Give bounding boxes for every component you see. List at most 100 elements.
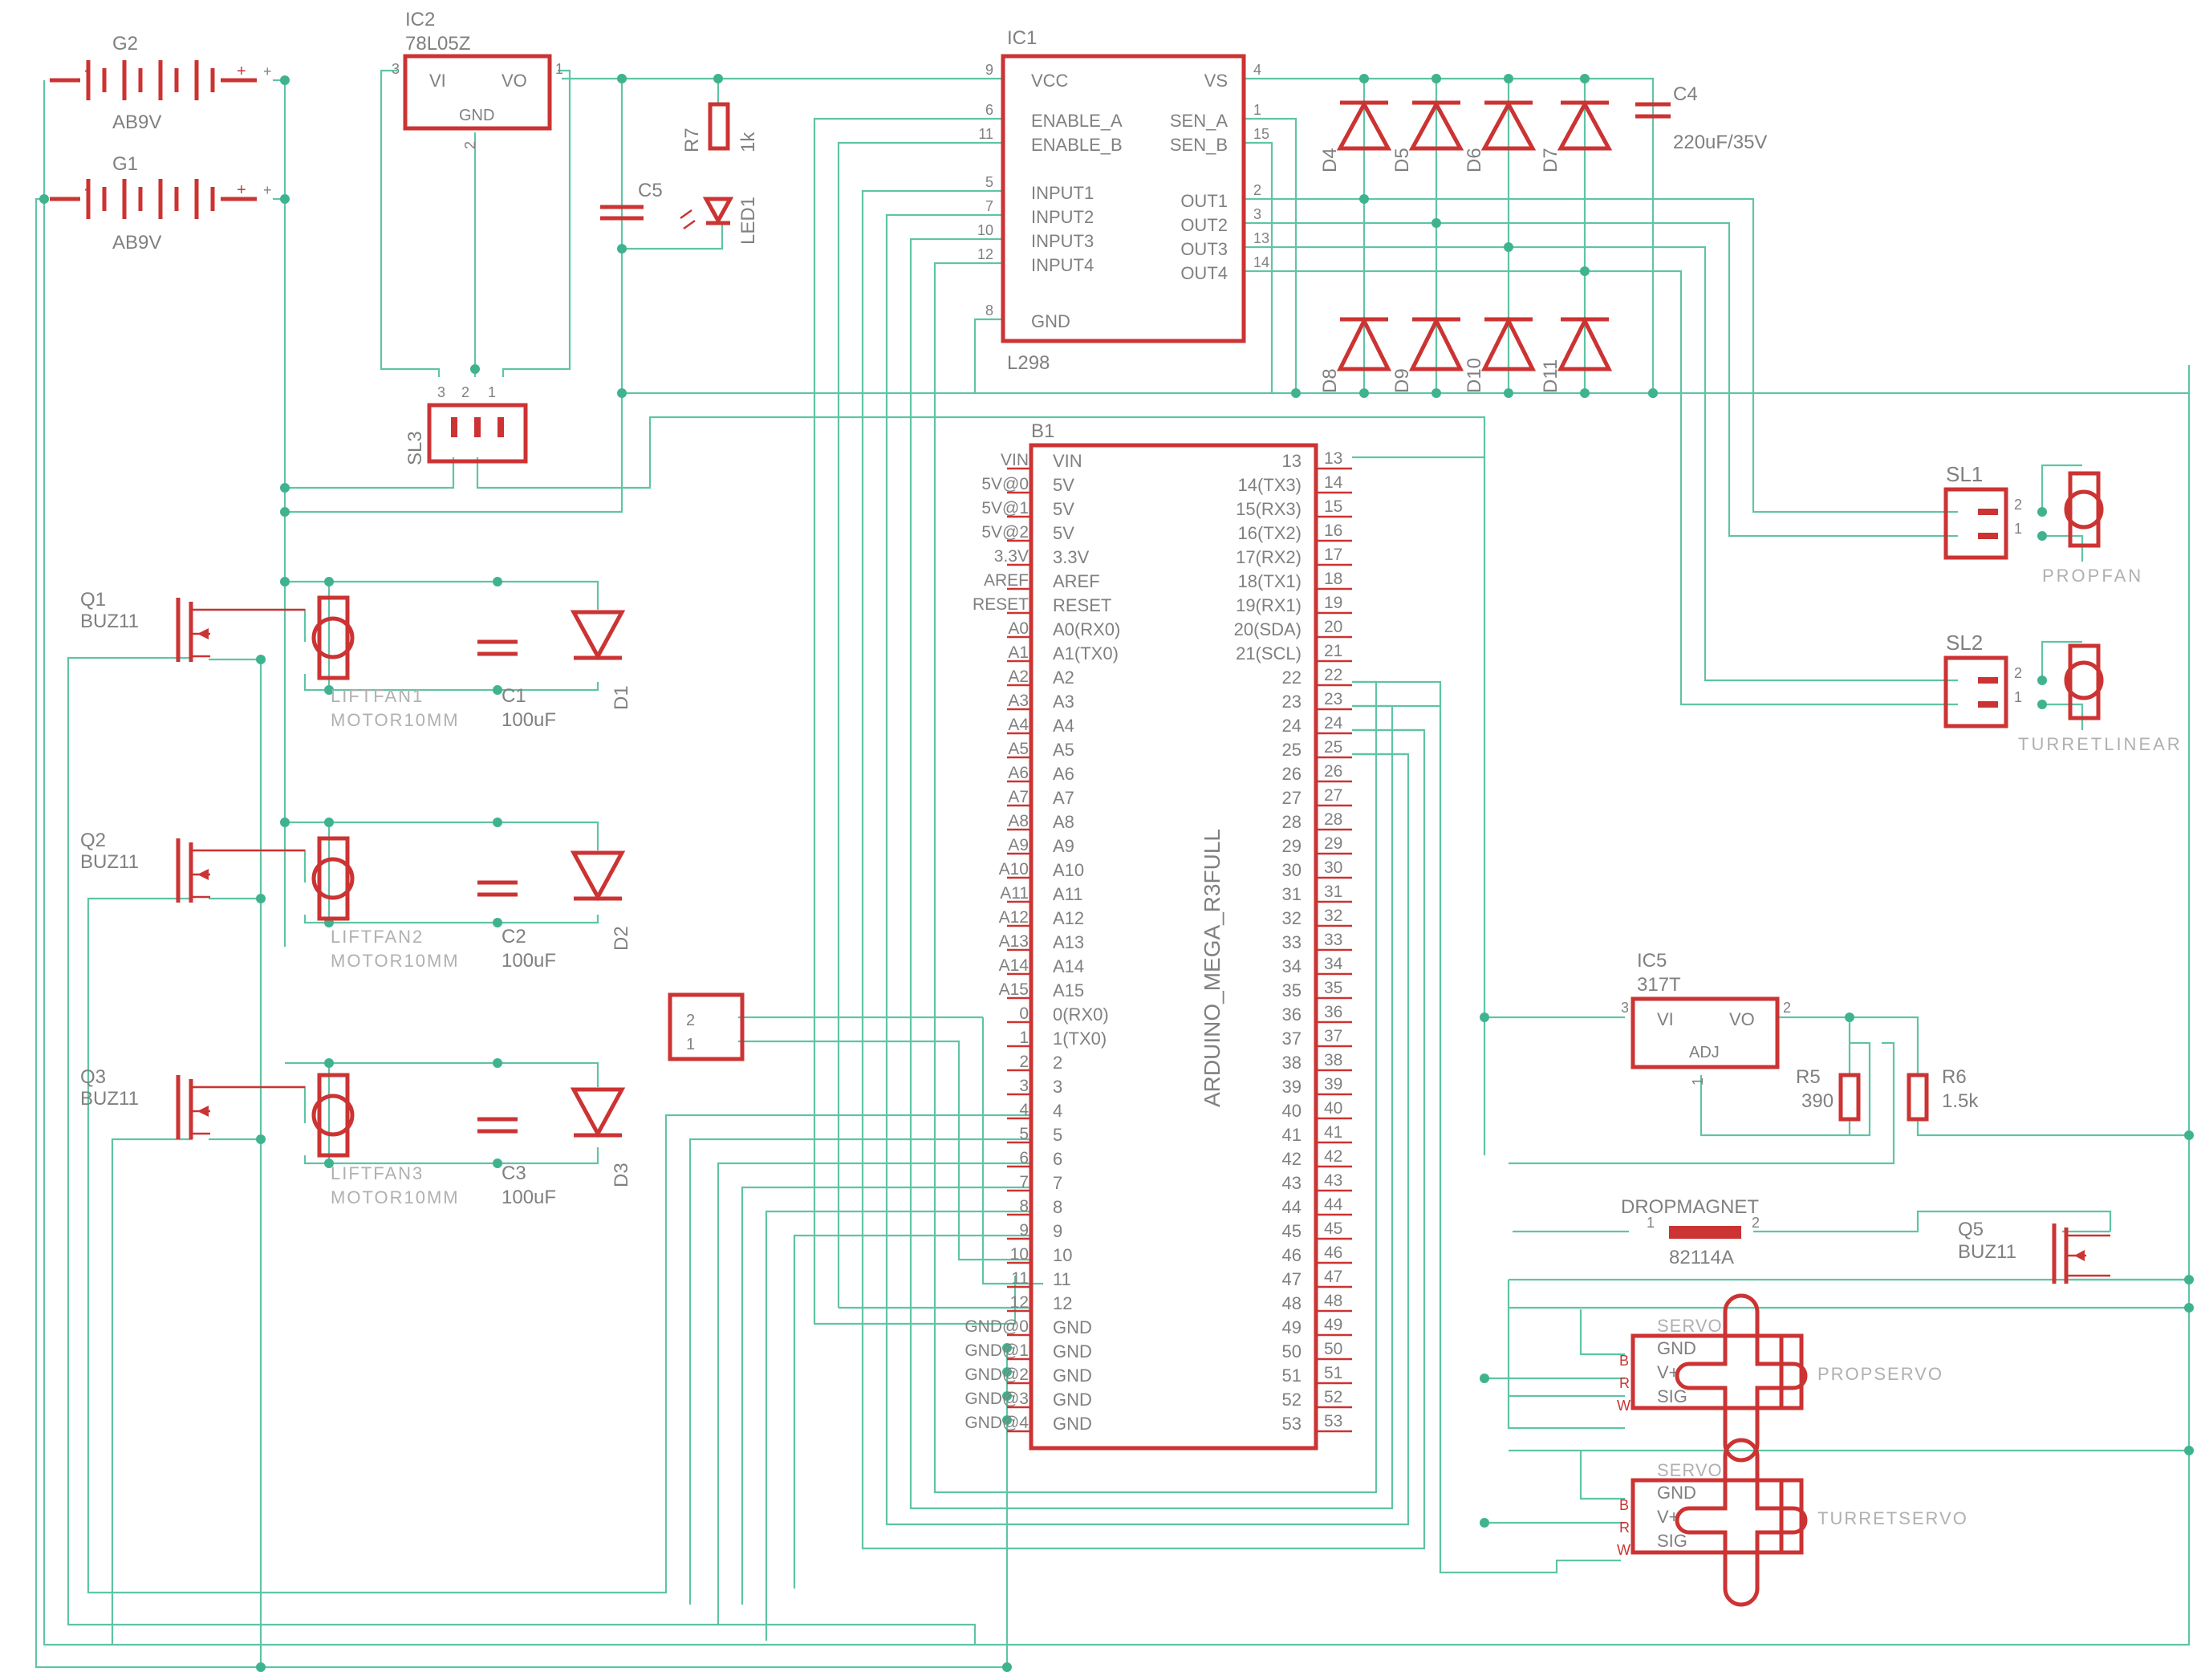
- b1-pin-name: A2: [1008, 668, 1029, 686]
- led-led1: LED1: [680, 197, 759, 245]
- b1-pin-name: 2: [1019, 1053, 1029, 1071]
- svg-text:R7: R7: [681, 128, 703, 152]
- b1-pin-label: 5: [1053, 1125, 1062, 1145]
- b1-pin-name: 46: [1324, 1244, 1342, 1262]
- b1-pin-name: A13: [999, 932, 1029, 951]
- b1-pin-name: 21: [1324, 642, 1342, 660]
- svg-text:VI: VI: [1657, 1009, 1674, 1029]
- svg-text:ADJ: ADJ: [1689, 1044, 1720, 1061]
- svg-text:ARDUINO_MEGA_R3FULL: ARDUINO_MEGA_R3FULL: [1200, 829, 1224, 1107]
- b1-pin-name: 18: [1324, 570, 1342, 588]
- b1-pin-label: 22: [1282, 668, 1302, 688]
- b1-pin-label: 29: [1282, 836, 1302, 856]
- cap-value: 100uF: [502, 1187, 556, 1208]
- b1-pin-name: A9: [1008, 836, 1029, 854]
- connector-serial: 2 1: [668, 992, 745, 1061]
- b1-pin-label: A14: [1053, 956, 1084, 976]
- capacitor-c4: C4 220uF/35V: [1635, 83, 1767, 153]
- b1-pin-name: 5V@2: [981, 523, 1029, 542]
- b1-pin-label: 18(TX1): [1238, 571, 1302, 591]
- b1-pin-name: GND@1: [964, 1341, 1029, 1360]
- regulator-ic2: IC2 78L05Z VI VO GND 3 1 2: [392, 9, 563, 149]
- svg-text:1: 1: [1647, 1215, 1655, 1231]
- b1-pin-label: 41: [1282, 1125, 1302, 1145]
- svg-text:L298: L298: [1007, 352, 1050, 374]
- b1-pin-label: 9: [1053, 1221, 1062, 1241]
- svg-text:317T: 317T: [1637, 974, 1681, 996]
- b1-pin-name: 12: [1010, 1293, 1029, 1312]
- drop-magnet: DROPMAGNET 1 2 82114A: [1621, 1196, 1760, 1268]
- diode-symbol: [1408, 99, 1464, 151]
- b1-pin-name: GND@3: [964, 1390, 1029, 1408]
- b1-pin-label: 38: [1282, 1053, 1302, 1073]
- svg-text:78L05Z: 78L05Z: [405, 33, 470, 55]
- b1-pin-label: A0(RX0): [1053, 619, 1120, 639]
- ic1-pin-num: 9: [985, 62, 993, 78]
- motor-label: LIFTFAN3: [331, 1163, 424, 1183]
- mosfet-value: BUZ11: [80, 611, 139, 632]
- b1-pin-label: 23: [1282, 692, 1302, 712]
- servo-pin: GND: [1657, 1483, 1696, 1503]
- motor-body: [317, 836, 350, 921]
- b1-pin-name: 16: [1324, 521, 1342, 540]
- svg-text:C4: C4: [1673, 83, 1698, 105]
- b1-pin-label: 30: [1282, 860, 1302, 880]
- b1-pin-name: 24: [1324, 714, 1343, 732]
- svg-text:390: 390: [1801, 1090, 1834, 1112]
- b1-pin-name: 29: [1324, 834, 1342, 853]
- b1-pin-name: 10: [1010, 1245, 1029, 1264]
- b1-pin-name: 9: [1019, 1221, 1029, 1240]
- ic1-pin-num: 8: [985, 302, 993, 319]
- b1-pin-name: 15: [1324, 497, 1342, 516]
- b1-pin-label: 43: [1282, 1173, 1302, 1193]
- b1-pin-label: A4: [1053, 716, 1074, 736]
- b1-pin-name: 32: [1324, 907, 1342, 925]
- svg-text:R6: R6: [1942, 1066, 1967, 1088]
- ic1-pin-label: INPUT2: [1031, 207, 1094, 227]
- b1-pin-name: 19: [1324, 594, 1342, 612]
- b1-pin-label: A15: [1053, 980, 1084, 1000]
- svg-text:+: +: [263, 182, 272, 198]
- svg-text:82114A: 82114A: [1669, 1247, 1734, 1268]
- svg-text:DROPMAGNET: DROPMAGNET: [1621, 1196, 1759, 1218]
- svg-text:+: +: [263, 63, 272, 79]
- b1-pin-label: 13: [1282, 451, 1302, 471]
- svg-text:PROPFAN: PROPFAN: [2042, 566, 2143, 586]
- motor-value: MOTOR10MM: [331, 710, 460, 730]
- servo-wire-color: R: [1619, 1520, 1630, 1536]
- motor-value: MOTOR10MM: [331, 951, 460, 971]
- b1-pin-name: A7: [1008, 788, 1029, 806]
- b1-pin-name: 7: [1019, 1173, 1029, 1191]
- ic1-pin-label: VCC: [1031, 71, 1069, 91]
- svg-text:2: 2: [2014, 665, 2022, 681]
- svg-text:1: 1: [2014, 521, 2022, 537]
- b1-pin-name: 8: [1019, 1197, 1029, 1215]
- b1-pin-label: GND: [1053, 1317, 1092, 1337]
- svg-text:TURRETLINEAR: TURRETLINEAR: [2018, 734, 2183, 754]
- diode-label: D6: [1464, 148, 1485, 172]
- svg-text:G1: G1: [112, 153, 138, 175]
- b1-pin-name: 14: [1324, 473, 1343, 492]
- servos: SERVOGNDV+SIGBRWPROPSERVOSERVOGNDV+SIGBR…: [1617, 1293, 1967, 1607]
- b1-pin-name: 31: [1324, 883, 1342, 901]
- lift-fan-drivers: Q1BUZ11LIFTFAN1MOTOR10MMC1100uFD1Q2BUZ11…: [80, 589, 632, 1208]
- battery-g2: G2 - + + AB9V: [50, 33, 272, 133]
- servo-side: [1779, 1333, 1804, 1410]
- diode-symbol: [1336, 99, 1392, 151]
- b1-pin-name: 50: [1324, 1340, 1342, 1358]
- b1-pin-label: 36: [1282, 1004, 1302, 1025]
- b1-pin-label: 21(SCL): [1236, 643, 1302, 663]
- b1-pin-name: 45: [1324, 1219, 1342, 1238]
- b1-pin-name: A1: [1008, 643, 1029, 662]
- b1-pin-name: 17: [1324, 546, 1342, 564]
- ic1-pin-num: 11: [978, 126, 993, 142]
- b1-pin-label: 46: [1282, 1245, 1302, 1265]
- ic1-pin-num: 1: [1253, 102, 1261, 118]
- b1-pin-name: A0: [1008, 619, 1029, 638]
- b1-pin-name: VIN: [1001, 451, 1029, 469]
- mosfet-label: Q1: [80, 589, 106, 611]
- b1-pin-name: A3: [1008, 692, 1029, 710]
- ic1-pin-num: 4: [1253, 62, 1261, 78]
- servo-label: PROPSERVO: [1817, 1364, 1943, 1384]
